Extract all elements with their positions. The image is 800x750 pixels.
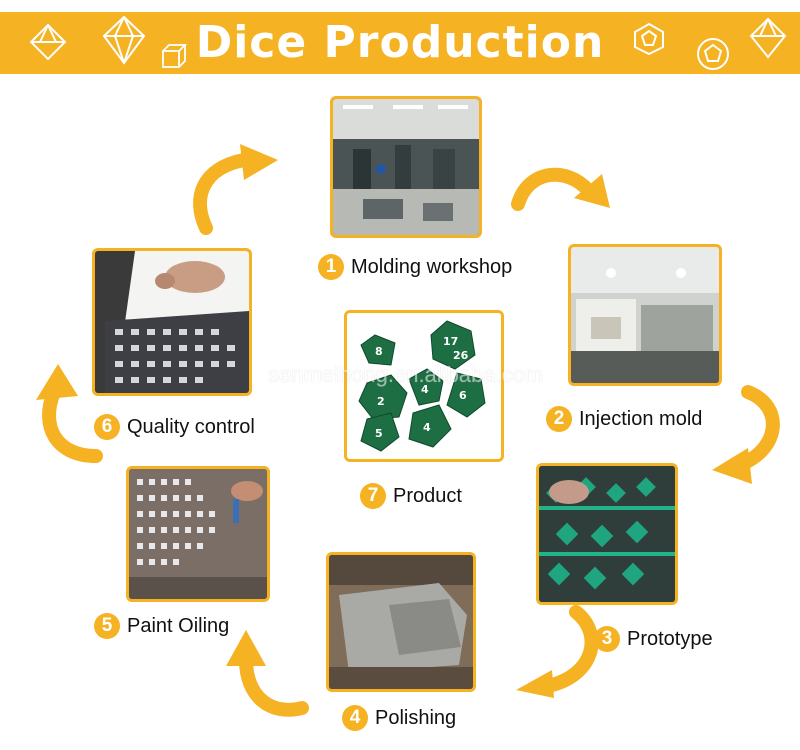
svg-text:26: 26 (453, 349, 469, 362)
step-6-badge: 6 (94, 414, 120, 440)
svg-text:4: 4 (423, 421, 431, 434)
step-1-badge: 1 (318, 254, 344, 280)
svg-text:8: 8 (375, 345, 383, 358)
curved-arrow-icon (226, 630, 309, 717)
curved-arrow-icon (511, 167, 610, 211)
quality-control-photo (92, 248, 252, 396)
step-5-text: Paint Oiling (127, 614, 230, 637)
step-2-label: 2 Injection mold (546, 406, 702, 432)
molding-workshop-photo (330, 96, 482, 238)
paint-oiling-photo (126, 466, 270, 602)
prototype-photo (536, 463, 678, 605)
step-2-badge: 2 (546, 406, 572, 432)
step-1-text: Molding workshop (351, 255, 513, 278)
svg-text:2: 2 (377, 395, 385, 408)
step-7-badge: 7 (360, 483, 386, 509)
diamond-outline-icon (102, 15, 146, 65)
title-banner (0, 12, 800, 74)
diamond-outline-icon (29, 23, 67, 61)
step-7-text: Product (393, 484, 462, 507)
cube-outline-icon (162, 44, 188, 68)
step-2-text: Injection mold (579, 407, 703, 430)
step-6-text: Quality control (127, 415, 255, 438)
page-title: Dice Production (195, 17, 605, 68)
svg-text:5: 5 (375, 427, 383, 440)
step-4-text: Polishing (375, 706, 457, 729)
step-7-label: 7 Product (360, 483, 462, 509)
curved-arrow-icon (36, 364, 103, 463)
svg-text:4: 4 (421, 383, 429, 396)
curved-arrow-icon (193, 144, 278, 235)
step-4-label: 4 Polishing (342, 705, 456, 731)
injection-mold-photo (568, 244, 722, 386)
dodecahedron-outline-icon (634, 22, 664, 56)
step-4-badge: 4 (342, 705, 368, 731)
step-3-text: Prototype (627, 627, 713, 650)
svg-text:17: 17 (443, 335, 458, 348)
step-6-label: 6 Quality control (94, 414, 255, 440)
dodecahedron-outline-icon (697, 38, 729, 70)
step-5-badge: 5 (94, 613, 120, 639)
polishing-photo (326, 552, 476, 692)
step-5-label: 5 Paint Oiling (94, 613, 229, 639)
curved-arrow-icon (516, 605, 599, 698)
curved-arrow-icon (712, 385, 780, 484)
svg-text:6: 6 (459, 389, 467, 402)
step-1-label: 1 Molding workshop (318, 254, 512, 280)
watermark: senmeihong.en.alibaba.com (268, 362, 544, 387)
diamond-outline-icon (749, 17, 787, 59)
